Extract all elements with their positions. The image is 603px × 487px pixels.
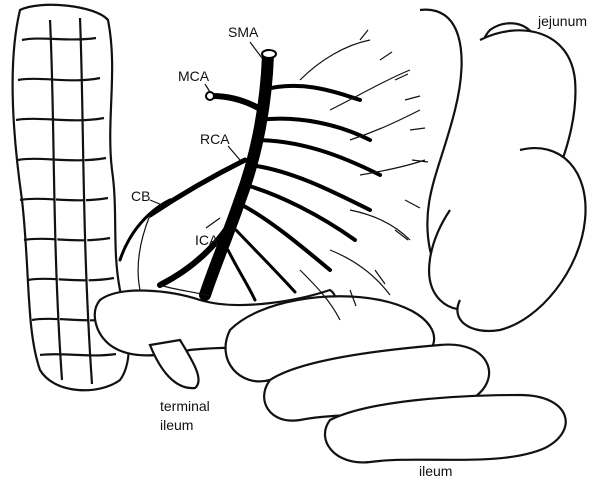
sma-leader <box>250 42 262 58</box>
label-mca: MCA <box>178 68 209 84</box>
label-ica: ICA <box>195 232 218 248</box>
label-terminal-ileum-line2: ileum <box>160 417 193 433</box>
mca-leader <box>205 84 210 92</box>
jejunum-loops <box>420 10 586 331</box>
label-ileum: ileum <box>419 463 452 479</box>
sma-origin <box>262 50 276 58</box>
rca-leader <box>228 146 240 160</box>
label-rca: RCA <box>200 131 230 147</box>
rca-branch <box>150 160 245 215</box>
label-sma: SMA <box>228 24 258 40</box>
cb-leader <box>150 200 162 205</box>
label-jejunum: jejunum <box>538 13 587 29</box>
label-terminal-ileum-line1: terminal <box>160 398 210 414</box>
mca-branch <box>212 96 262 110</box>
vessel-tree <box>120 30 428 320</box>
mca-origin <box>206 92 214 100</box>
ica-leader <box>206 218 220 228</box>
label-cb: CB <box>131 188 150 204</box>
